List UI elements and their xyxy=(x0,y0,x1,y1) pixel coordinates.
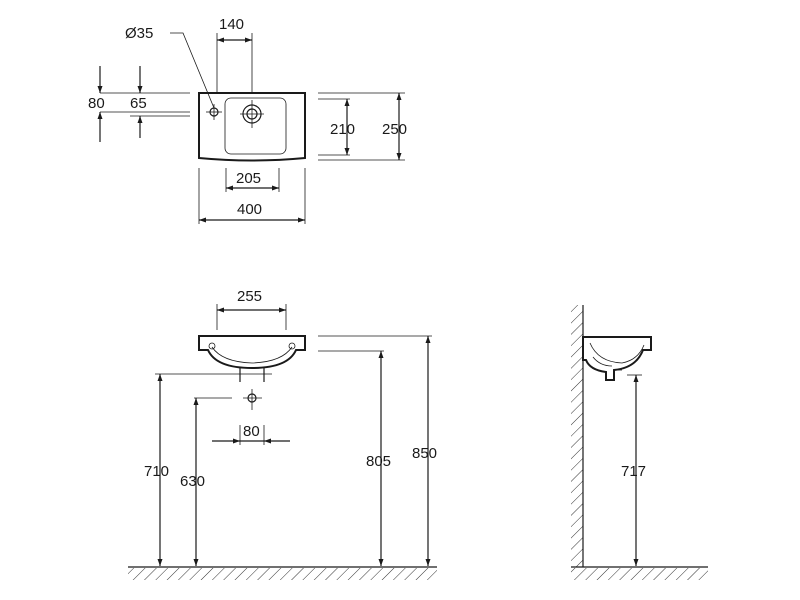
plan-bowl xyxy=(224,97,287,155)
overall-width-label: 400 xyxy=(237,201,262,218)
height-850-label: 850 xyxy=(412,445,437,462)
front-view: 255 80 710 xyxy=(128,288,437,580)
top-width-label: 255 xyxy=(237,288,262,305)
side-basin-outline xyxy=(582,336,652,381)
dim-65-label: 65 xyxy=(130,95,147,112)
plan-basin-outline xyxy=(198,92,306,162)
height-710-label: 710 xyxy=(144,463,169,480)
front-basin-outline xyxy=(198,335,306,370)
bowl-width-label: 205 xyxy=(236,170,261,187)
side-view: 717 xyxy=(571,305,708,580)
depth-outer-label: 250 xyxy=(382,121,407,138)
height-717-label: 717 xyxy=(621,463,646,480)
tap-spacing-label: 140 xyxy=(219,16,244,33)
dim-80-label: 80 xyxy=(88,95,105,112)
trap-spacing-label: 80 xyxy=(243,423,260,440)
height-630-label: 630 xyxy=(180,473,205,490)
depth-inner-label: 210 xyxy=(330,121,355,138)
plan-view: Ø35 140 80 65 210 250 xyxy=(88,16,407,224)
hole-diameter-label: Ø35 xyxy=(125,25,153,42)
height-805-label: 805 xyxy=(366,453,391,470)
